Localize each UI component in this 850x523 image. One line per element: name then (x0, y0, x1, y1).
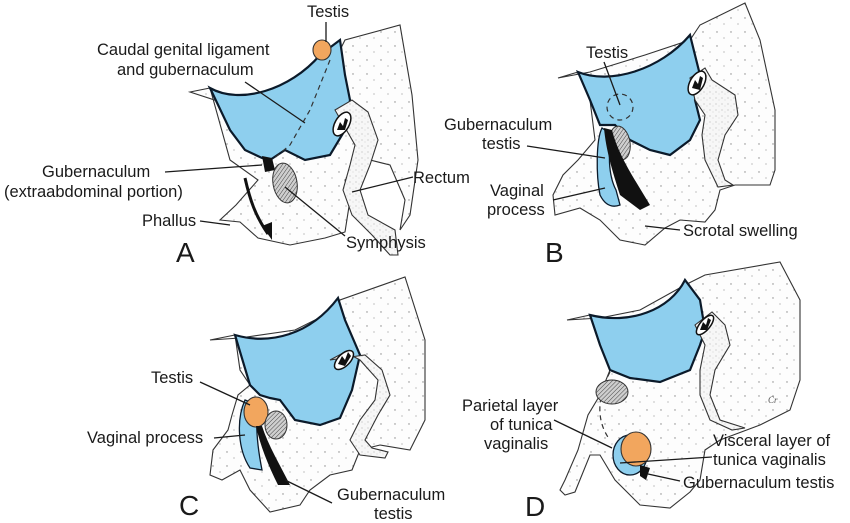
leader-gub-c (284, 479, 333, 504)
panel-letter-d: D (525, 491, 545, 522)
rectum-lumen-folds (692, 76, 703, 90)
leader-gub-b (526, 145, 606, 159)
label-gub-c-2: testis (374, 505, 413, 523)
leader-gub-d (647, 473, 681, 482)
label-vag-b-2: process (487, 201, 545, 219)
label-vag-c: Vaginal process (87, 429, 203, 447)
rectum (689, 67, 739, 188)
panel-b: Testis Gubernaculum testis Vaginal proce… (444, 2, 798, 268)
leader-parietal-d (553, 419, 613, 449)
label-parietal-d-3: vaginalis (484, 435, 548, 453)
label-parietal-d-2: of tunica (490, 416, 553, 434)
panel-letter-c: C (179, 490, 199, 521)
leader-visceral-d (619, 456, 713, 464)
label-rectum-a: Rectum (413, 169, 470, 187)
label-gub-a-2: (extraabdominal portion) (4, 183, 183, 201)
label-visceral-d-1: Visceral layer of (713, 432, 830, 450)
caudal-genital-ligament (271, 59, 331, 161)
panel-letter-a: A (176, 237, 195, 268)
panel-c: Testis Vaginal process Gubernaculum test… (87, 276, 445, 523)
abdominal-cavity (575, 32, 702, 157)
label-symphysis-a: Symphysis (346, 234, 426, 252)
rectum-lumen-folds (700, 318, 711, 330)
artist-signature: Cr (768, 395, 778, 405)
label-testis-b: Testis (586, 44, 628, 62)
symphysis (272, 162, 298, 204)
leader-testis-c (199, 381, 251, 406)
rectum-lumen-folds (338, 352, 351, 366)
label-scrotal-b: Scrotal swelling (683, 222, 798, 240)
leader-caudal-a (244, 81, 306, 124)
leader-testis-b (603, 61, 621, 106)
rectum (694, 311, 746, 431)
arrow-head (262, 222, 272, 240)
rectum (329, 351, 391, 459)
leader-scrotal-b (644, 225, 681, 231)
label-testis-a: Testis (307, 3, 349, 21)
label-gub-a-1: Gubernaculum (42, 163, 150, 181)
gubernaculum-testis (640, 465, 650, 480)
label-gub-d: Gubernaculum testis (683, 474, 834, 492)
panel-d: Parietal layer of tunica vaginalis Visce… (462, 261, 834, 522)
label-caudal-a-1: Caudal genital ligament (97, 41, 270, 59)
testis (243, 396, 269, 428)
symphysis (595, 379, 629, 405)
panel-letter-b: B (545, 237, 564, 268)
abdominal-cavity (588, 277, 707, 384)
panel-a: Testis Caudal genital ligament and guber… (4, 3, 470, 268)
leader-vag-c (213, 434, 246, 439)
gubernaculum-extraabdominal (262, 156, 275, 172)
gubernaculum-testis (256, 426, 290, 485)
testis (620, 431, 652, 467)
label-gub-b-1: Gubernaculum (444, 116, 552, 134)
leader-gub-a (164, 164, 263, 173)
leader-rectum-a (351, 176, 414, 193)
abdominal-cavity (233, 295, 362, 427)
symphysis (264, 410, 288, 440)
label-gub-c-1: Gubernaculum (337, 486, 445, 504)
label-testis-c: Testis (151, 369, 193, 387)
label-vag-b-1: Vaginal (490, 182, 544, 200)
label-visceral-d-2: tunica vaginalis (713, 451, 826, 469)
obliterated-process-dashed (599, 371, 611, 441)
gubernaculum-testis (604, 128, 650, 210)
rectum-lumen-folds (337, 118, 348, 130)
testis (312, 39, 332, 61)
leader-phallus-a (199, 220, 231, 226)
leader-vag-b (552, 187, 606, 201)
label-caudal-a-2: and gubernaculum (117, 61, 254, 79)
testis-outline-dashed (606, 93, 634, 121)
leader-symphysis-a (284, 186, 346, 237)
label-parietal-d-1: Parietal layer (462, 397, 559, 415)
label-gub-b-2: testis (482, 135, 521, 153)
label-phallus-a: Phallus (142, 212, 196, 230)
